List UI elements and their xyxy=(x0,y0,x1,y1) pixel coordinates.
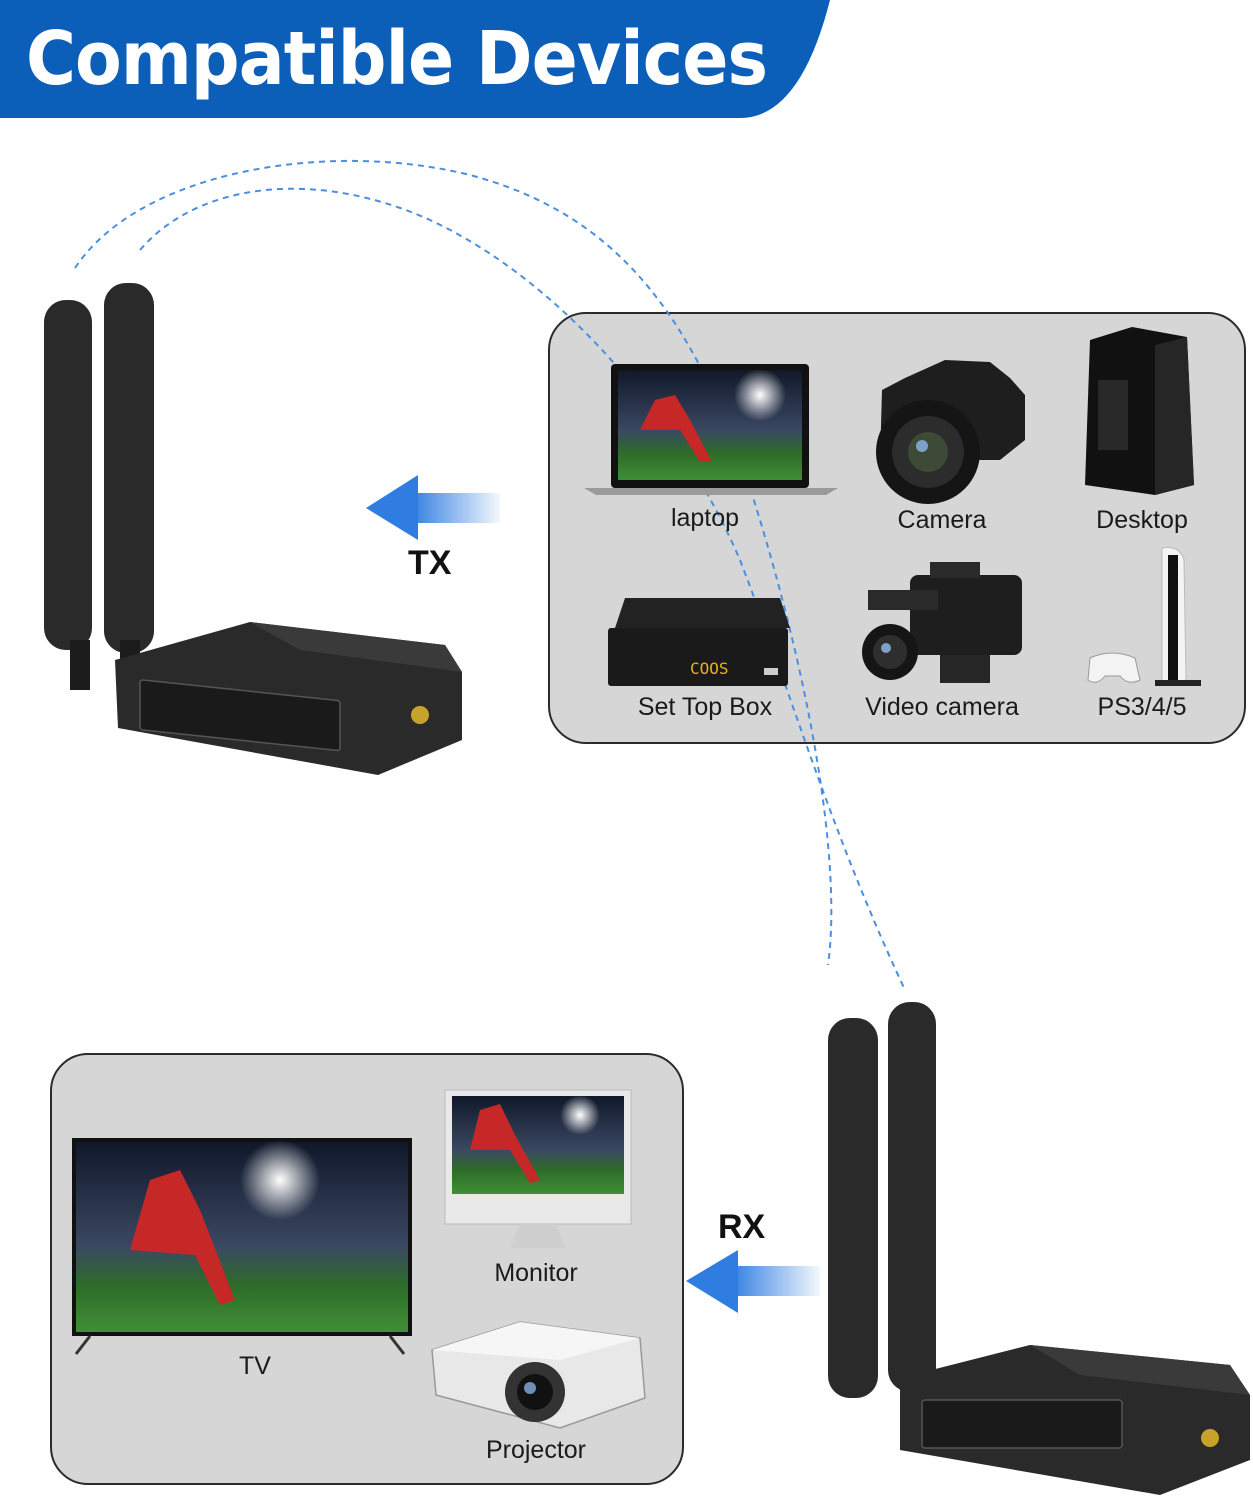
source-label-set-top-box: Set Top Box xyxy=(637,693,773,721)
video-camera-icon xyxy=(862,562,1022,683)
transmitter-device xyxy=(44,283,462,775)
projector-icon xyxy=(431,1321,646,1429)
header-banner xyxy=(0,0,830,118)
display-label-tv: TV xyxy=(239,1352,271,1380)
page-title: Compatible Devices xyxy=(26,16,768,102)
source-label-camera: Camera xyxy=(897,506,987,534)
rx-label: RX xyxy=(718,1208,766,1246)
rx-arrow-icon xyxy=(686,1250,820,1313)
laptop-icon xyxy=(584,364,838,495)
source-label-laptop: laptop xyxy=(670,504,740,532)
camera-icon xyxy=(876,360,1025,504)
source-label-video-camera: Video camera xyxy=(865,693,1019,721)
display-label-monitor: Monitor xyxy=(494,1259,578,1287)
desktop-icon xyxy=(1085,327,1194,495)
tx-label: TX xyxy=(408,544,452,582)
svg-text:COOS: COOS xyxy=(690,659,729,678)
source-label-desktop: Desktop xyxy=(1096,506,1188,534)
receiver-device xyxy=(828,1002,1250,1495)
console-icon xyxy=(1087,547,1201,686)
tx-arrow-icon xyxy=(366,475,500,540)
source-label-console: PS3/4/5 xyxy=(1097,693,1187,721)
tv-icon xyxy=(72,1138,412,1355)
monitor-icon xyxy=(444,1089,632,1248)
display-label-projector: Projector xyxy=(485,1436,587,1464)
set-top-box-icon: COOS xyxy=(608,598,790,686)
signal-path xyxy=(74,159,906,991)
